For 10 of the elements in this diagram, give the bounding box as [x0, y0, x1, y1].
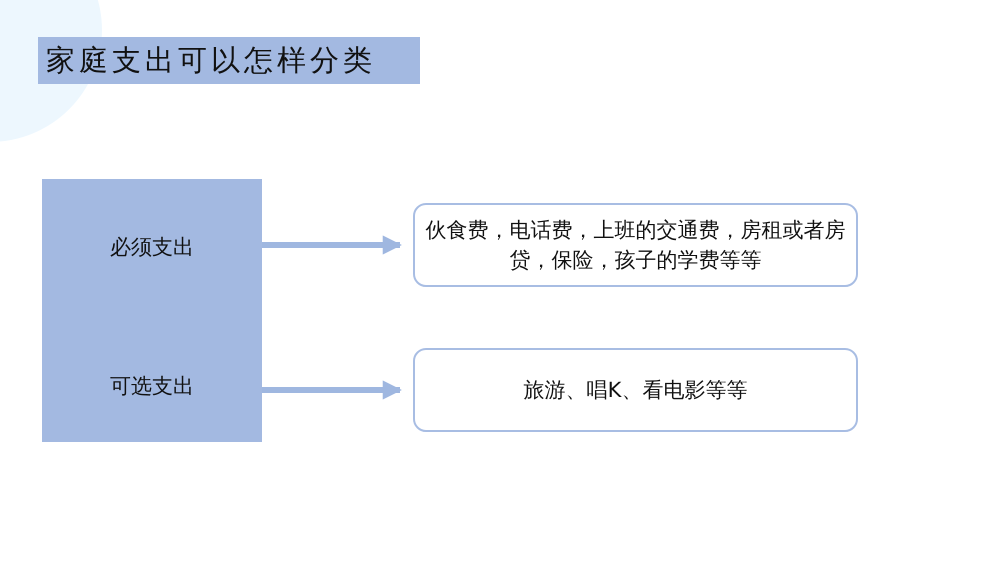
category-label: 可选支出 — [109, 373, 195, 400]
description-box — [413, 348, 858, 432]
title-heading: 家庭支出可以怎样分类 — [38, 37, 420, 84]
description-box — [413, 203, 858, 287]
arrow — [262, 235, 402, 255]
category-label: 必须支出 — [109, 234, 195, 261]
arrow — [262, 380, 402, 400]
description-text: 伙食费，电话费，上班的交通费，房租或者房贷，保险，孩子的学费等等 — [425, 216, 846, 274]
category-panel — [42, 179, 262, 442]
description-text: 旅游、唱K、看电影等等 — [524, 376, 748, 404]
